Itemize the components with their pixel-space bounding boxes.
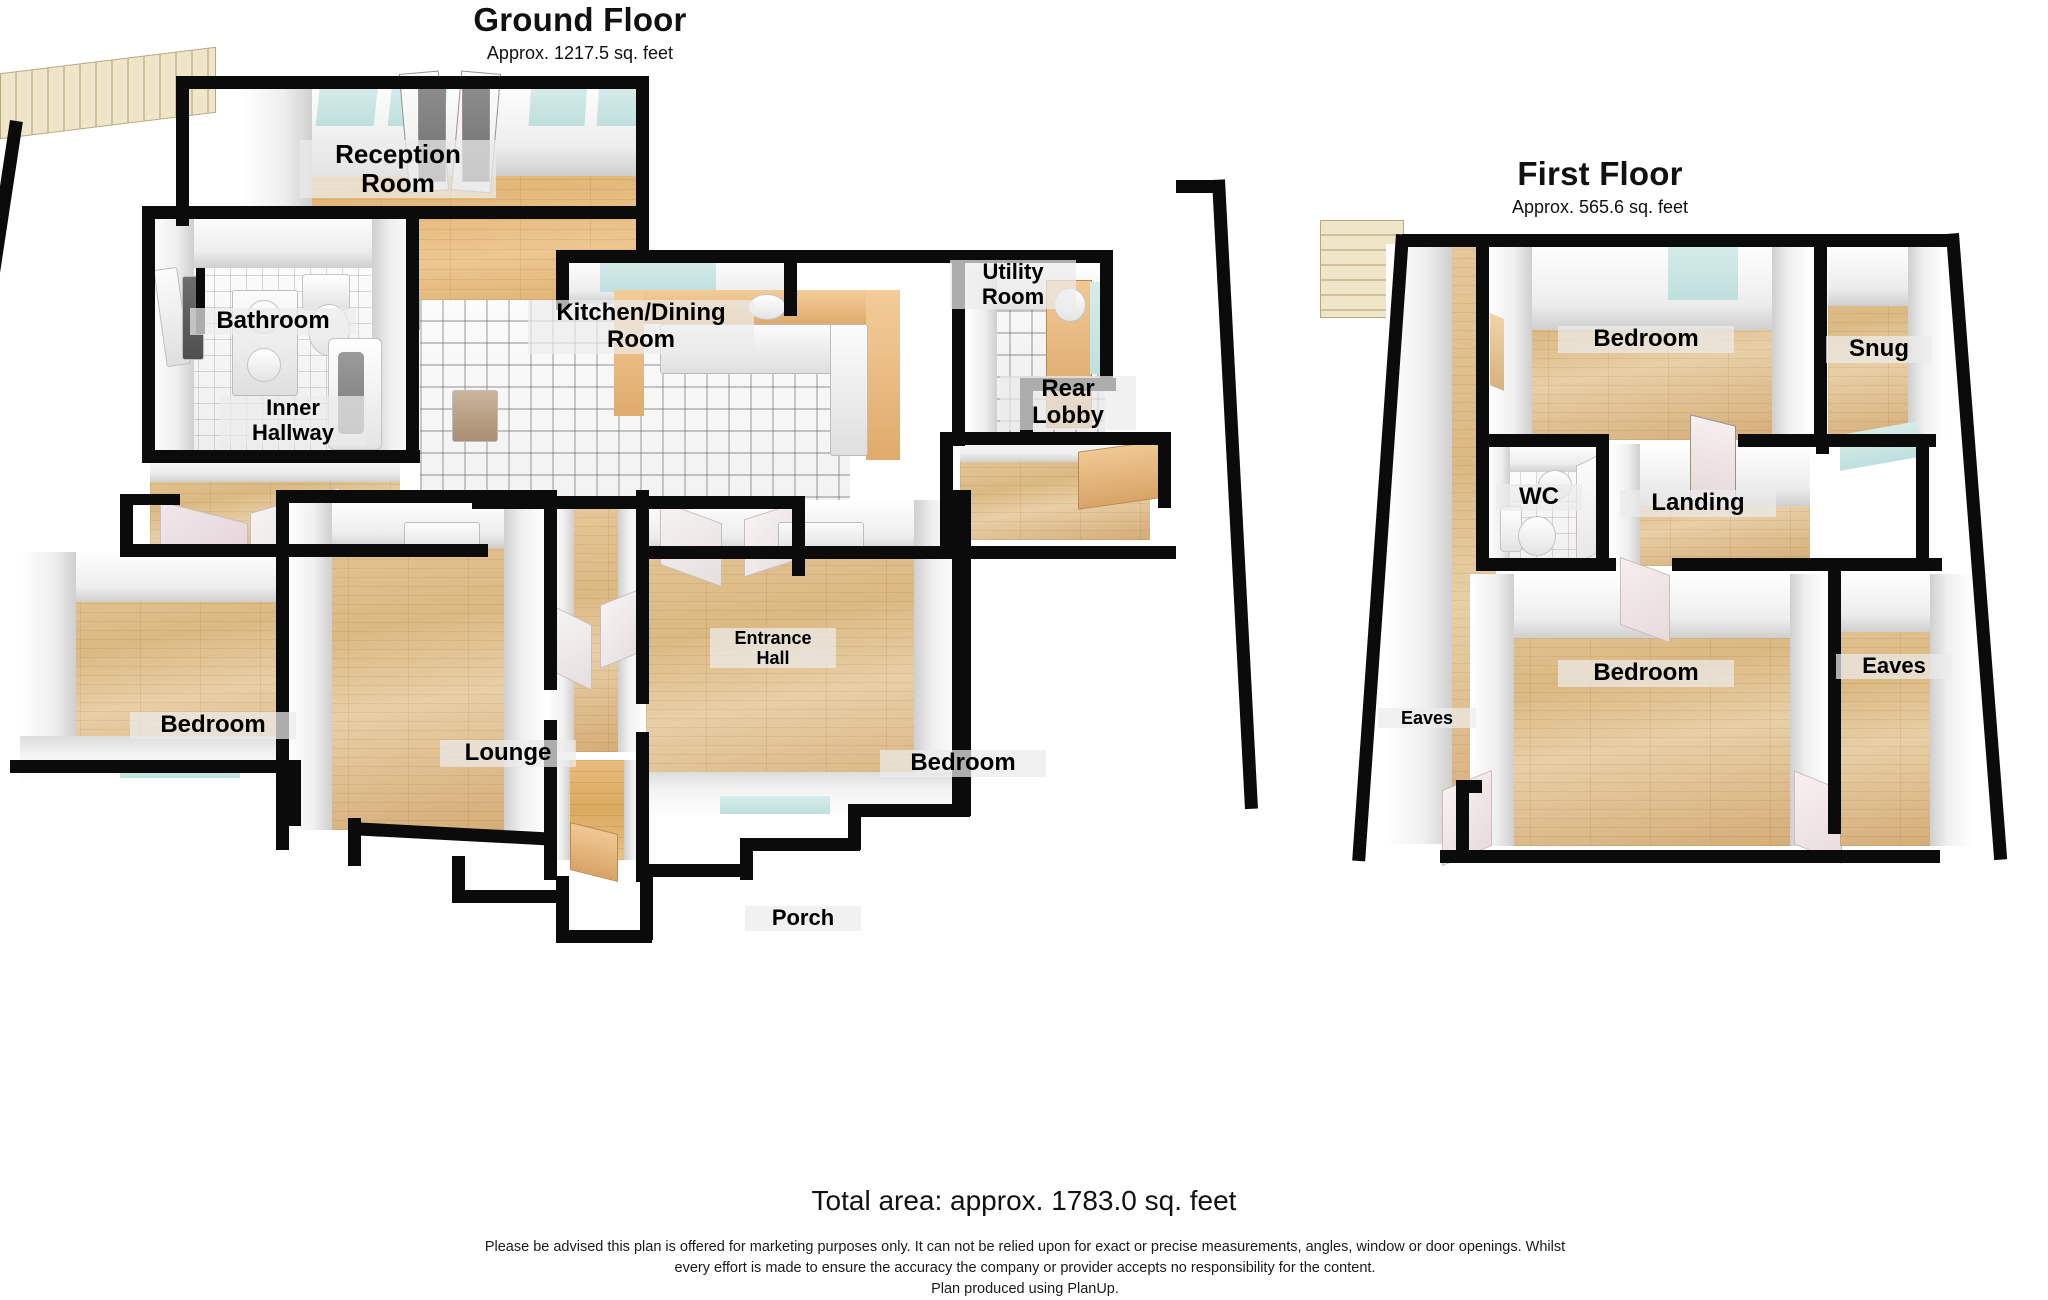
label-bedroom-main: Bedroom: [1558, 659, 1734, 687]
worktop-right: [866, 290, 900, 460]
label-rear-lobby: Rear Lobby: [1000, 375, 1136, 430]
label-porch: Porch: [745, 905, 861, 931]
disclaimer-line-3: Plan produced using PlanUp.: [931, 1281, 1119, 1298]
label-bathroom: Bathroom: [190, 307, 356, 335]
label-snug: Snug: [1826, 335, 1932, 363]
label-utility-room: Utility Room: [950, 259, 1076, 310]
first-floor-title: First Floor: [1517, 155, 1683, 192]
window-bedroom-top: [1668, 242, 1738, 300]
label-eaves-right: Eaves: [1836, 653, 1952, 679]
label-bedroom-top: Bedroom: [1558, 325, 1734, 353]
total-area-text: Total area: approx. 1783.0 sq. feet: [811, 1185, 1237, 1216]
first-floor-plan: Eaves Bedroom Snug WC Landing Bedroom Ea…: [1320, 220, 2020, 880]
label-entrance-hall: Entrance Hall: [710, 628, 836, 669]
first-floor-area: Approx. 565.6 sq. feet: [1511, 196, 1689, 217]
ground-floor-plan: Reception Room Bathroom Kitchen/Dining R…: [0, 46, 1300, 1050]
disclaimer-block: Please be advised this plan is offered f…: [300, 1237, 1750, 1300]
ground-floor-title-block: Ground Floor Approx. 1217.5 sq. feet: [400, 1, 760, 65]
disclaimer-line-2: every effort is made to ensure the accur…: [674, 1260, 1376, 1277]
disclaimer-line-1: Please be advised this plan is offered f…: [484, 1239, 1566, 1255]
wc-pan: [1518, 516, 1556, 556]
label-inner-hallway: Inner Hallway: [220, 395, 366, 446]
label-reception-room: Reception Room: [300, 139, 496, 199]
label-kitchen-dining: Kitchen/Dining Room: [528, 299, 754, 354]
label-eaves-left: Eaves: [1378, 708, 1476, 729]
ground-floor-title: Ground Floor: [473, 1, 687, 38]
label-bedroom-left: Bedroom: [130, 711, 296, 739]
label-landing: Landing: [1620, 489, 1776, 517]
ground-floor-area: Approx. 1217.5 sq. feet: [486, 42, 674, 63]
label-wc: WC: [1496, 483, 1582, 511]
first-floor-title-block: First Floor Approx. 565.6 sq. feet: [1420, 155, 1780, 219]
appliance: [452, 390, 498, 442]
label-bedroom-right: Bedroom: [880, 749, 1046, 777]
label-lounge: Lounge: [440, 739, 576, 767]
